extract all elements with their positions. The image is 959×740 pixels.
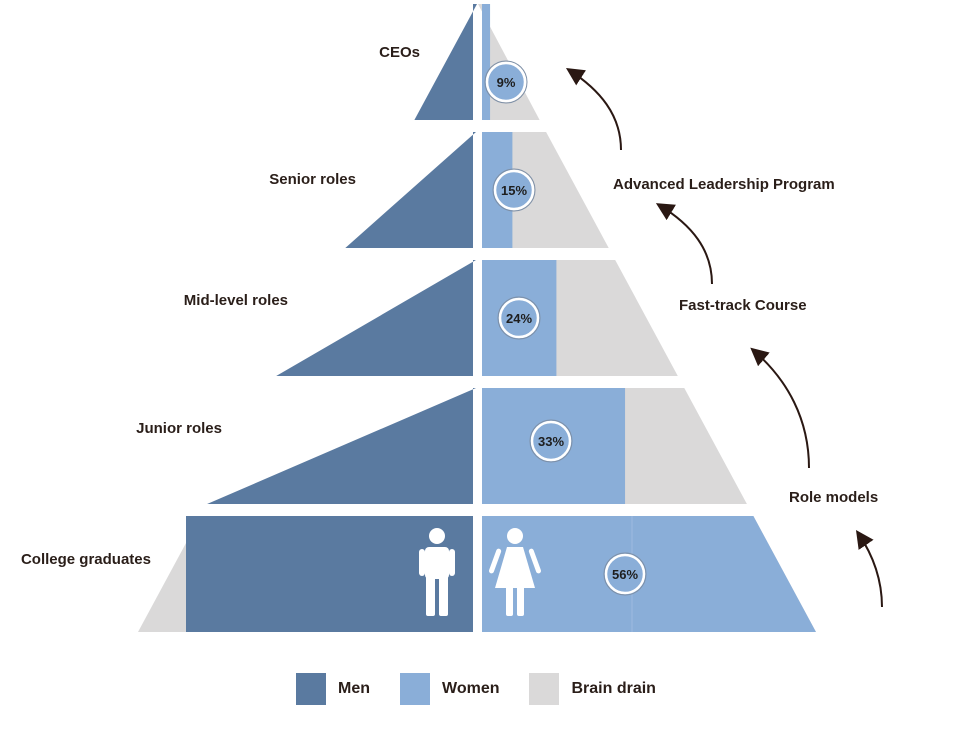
percentage-label: 24%	[506, 311, 532, 326]
legend-item-women: Women	[400, 673, 499, 705]
curved-arrow-icon	[750, 347, 810, 469]
level-band-0	[414, 4, 540, 120]
legend-swatch-brain-drain	[529, 673, 560, 705]
legend-item-men: Men	[296, 673, 370, 705]
level-label: College graduates	[21, 551, 151, 568]
legend-label-men: Men	[338, 680, 370, 697]
level-band-2	[276, 260, 678, 376]
level-label: Senior roles	[269, 171, 356, 188]
curved-arrow-icon	[565, 68, 622, 151]
curved-arrows	[565, 68, 883, 608]
level-band-1	[345, 132, 609, 248]
men-segment	[345, 132, 476, 248]
level-band-3	[207, 388, 747, 504]
percentage-badges: 9% 15% 24% 33% 56%	[484, 60, 647, 596]
percentage-badge: 33%	[529, 419, 573, 463]
percentage-label: 9%	[497, 75, 516, 90]
brain-drain-men-segment	[138, 516, 201, 632]
percentage-label: 56%	[612, 567, 638, 582]
men-segment	[276, 260, 476, 376]
legend: Men Women Brain drain	[296, 672, 686, 706]
level-band-4	[138, 516, 816, 632]
percentage-badge: 9%	[484, 60, 528, 104]
men-segment	[207, 388, 477, 504]
legend-swatch-women	[400, 673, 430, 705]
percentage-label: 15%	[501, 183, 527, 198]
woman-icon	[488, 528, 542, 616]
program-label: Advanced Leadership Program	[613, 176, 835, 193]
legend-label-brain-drain: Brain drain	[571, 680, 656, 697]
percentage-badge: 56%	[603, 552, 647, 596]
curved-arrow-icon	[855, 530, 883, 608]
program-label: Fast-track Course	[679, 297, 807, 314]
level-label: CEOs	[379, 44, 420, 61]
legend-label-women: Women	[442, 680, 500, 697]
level-label: Junior roles	[136, 420, 222, 437]
program-label: Role models	[789, 489, 878, 506]
legend-item-brain-drain: Brain drain	[529, 673, 656, 705]
women-segment	[482, 516, 816, 632]
percentage-label: 33%	[538, 434, 564, 449]
level-label: Mid-level roles	[184, 292, 288, 309]
legend-swatch-men	[296, 673, 326, 705]
brain-drain-segment	[482, 132, 609, 248]
percentage-badge: 15%	[492, 168, 536, 212]
men-segment	[414, 4, 477, 120]
people-icons	[419, 528, 542, 616]
man-icon	[419, 528, 455, 616]
curved-arrow-icon	[655, 203, 713, 285]
pyramid-bands	[138, 4, 816, 632]
women-segment	[482, 4, 491, 120]
percentage-badge: 24%	[497, 296, 541, 340]
